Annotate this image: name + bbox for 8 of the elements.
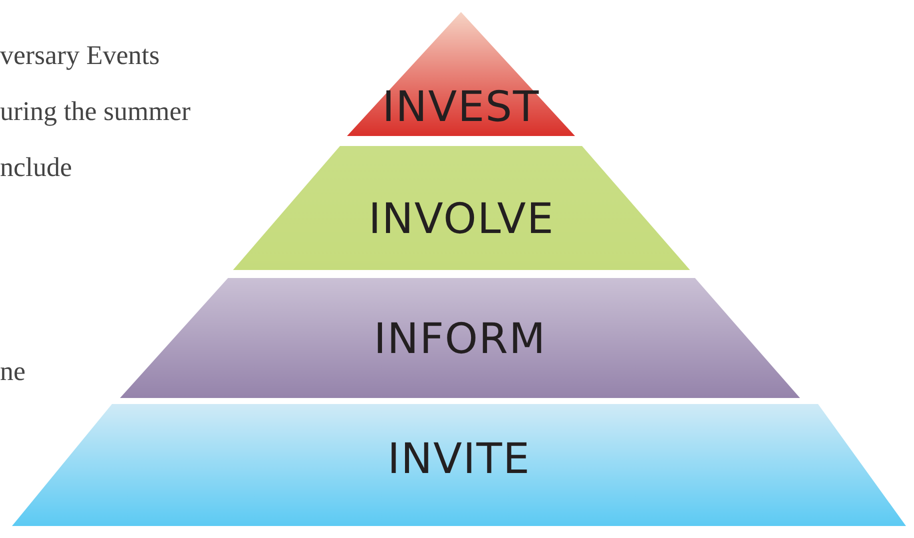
tier-label: INVEST	[381, 82, 541, 131]
tier-label: INFORM	[372, 314, 548, 363]
text-line: uring the summer	[0, 96, 190, 127]
tier-label: INVITE	[386, 434, 532, 483]
text-line: versary Events	[0, 40, 160, 71]
text-line: nclude	[0, 152, 72, 183]
tier-label: INVOLVE	[368, 194, 556, 243]
text-line: ne	[0, 356, 26, 387]
